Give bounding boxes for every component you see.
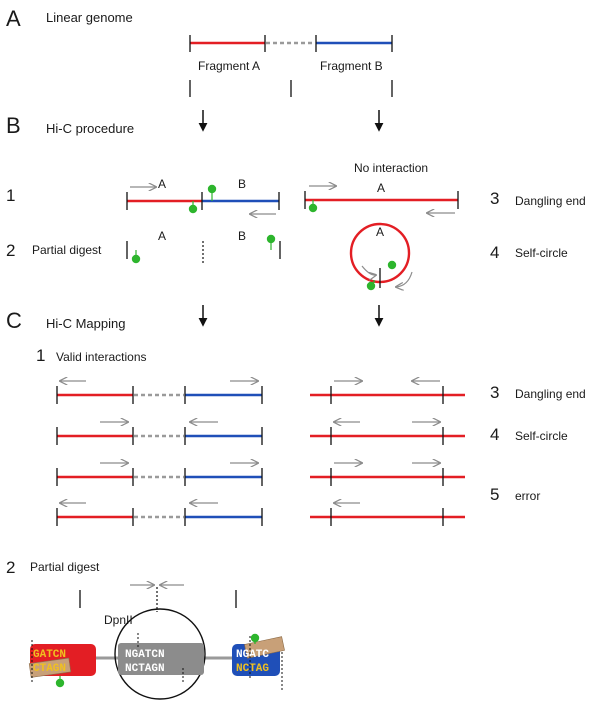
b1-label-b: B	[238, 177, 246, 191]
section-a: A Linear genome Fragment A Fragment B	[6, 6, 393, 97]
enzyme-label: DpnII	[104, 613, 133, 627]
joined-genome-bar	[189, 80, 393, 97]
section-c-title: Hi-C Mapping	[46, 316, 125, 331]
valid-interaction-row	[56, 503, 263, 526]
linear-genome-fragments	[189, 35, 393, 52]
right-overhang	[244, 636, 285, 659]
b2-partial-digest-fragment	[126, 234, 281, 264]
b1-label-a: A	[158, 177, 166, 191]
left-overhang	[28, 657, 72, 678]
b4-self-circle	[349, 222, 413, 291]
middle-dna-block	[118, 643, 204, 675]
biotin-icon	[55, 676, 65, 688]
self-circle-read-row	[310, 422, 465, 445]
b4-label-a: A	[376, 225, 384, 239]
section-b: B Hi-C procedure No interaction 1 A B	[6, 110, 586, 290]
c-dangling-end-label: Dangling end	[515, 387, 586, 401]
b-num-3: 3	[490, 189, 499, 208]
restriction-site-detail: GATCN CTAGN NGATCN NCTAGN NGATC NCTAG	[28, 608, 285, 700]
error-label: error	[515, 489, 540, 503]
biotin-icon	[308, 200, 318, 213]
biotin-icon	[266, 234, 276, 250]
valid-interaction-row	[56, 422, 263, 445]
section-c: C Hi-C Mapping 1 Valid interactions	[6, 305, 586, 700]
section-c-letter: C	[6, 308, 22, 333]
seq-right-top: NGATC	[236, 649, 269, 661]
c-num-4: 4	[490, 425, 499, 444]
biotin-icon	[387, 260, 397, 270]
c-num-3: 3	[490, 383, 499, 402]
b2-label-a: A	[158, 229, 166, 243]
c-self-circle-label: Self-circle	[515, 429, 568, 443]
seq-mid-bottom: NCTAGN	[125, 663, 165, 675]
dangling-end-read-row	[310, 381, 465, 404]
fragment-b-label: Fragment B	[320, 59, 383, 73]
biotin-icon	[188, 201, 198, 214]
b-num-4: 4	[490, 243, 499, 262]
biotin-icon	[131, 250, 141, 264]
c-num-1: 1	[36, 346, 45, 365]
c2-partial-digest-fragment	[79, 585, 237, 612]
c-num-2: 2	[6, 558, 15, 577]
fragment-a-label: Fragment A	[198, 59, 260, 73]
seq-left-top: GATCN	[33, 649, 66, 661]
section-b-letter: B	[6, 113, 21, 138]
seq-right-bottom: NCTAG	[236, 663, 269, 675]
biotin-icon	[366, 280, 376, 291]
b-num-2: 2	[6, 241, 15, 260]
biotin-icon	[207, 184, 217, 201]
junction-circle	[114, 608, 206, 700]
section-a-title: Linear genome	[46, 10, 133, 25]
seq-mid-top: NGATCN	[125, 649, 165, 661]
self-circle-label: Self-circle	[515, 246, 568, 260]
section-b-title: Hi-C procedure	[46, 121, 134, 136]
no-interaction-label: No interaction	[354, 161, 428, 175]
error-read-row	[310, 503, 465, 526]
valid-interactions-label: Valid interactions	[56, 350, 147, 364]
c-num-5: 5	[490, 485, 499, 504]
section-a-letter: A	[6, 6, 21, 31]
c-partial-digest-label: Partial digest	[30, 560, 100, 574]
valid-interaction-row	[56, 463, 263, 486]
b3-dangling-fragment	[304, 186, 459, 213]
partial-digest-label: Partial digest	[32, 243, 102, 257]
error-read-row	[310, 463, 465, 486]
seq-left-bottom: CTAGN	[33, 663, 66, 675]
biotin-icon	[250, 633, 260, 644]
valid-interaction-row	[56, 381, 263, 404]
b1-ligated-fragments	[126, 184, 280, 214]
b3-label-a: A	[377, 181, 385, 195]
dangling-end-label: Dangling end	[515, 194, 586, 208]
b2-label-b: B	[238, 229, 246, 243]
b-num-1: 1	[6, 186, 15, 205]
